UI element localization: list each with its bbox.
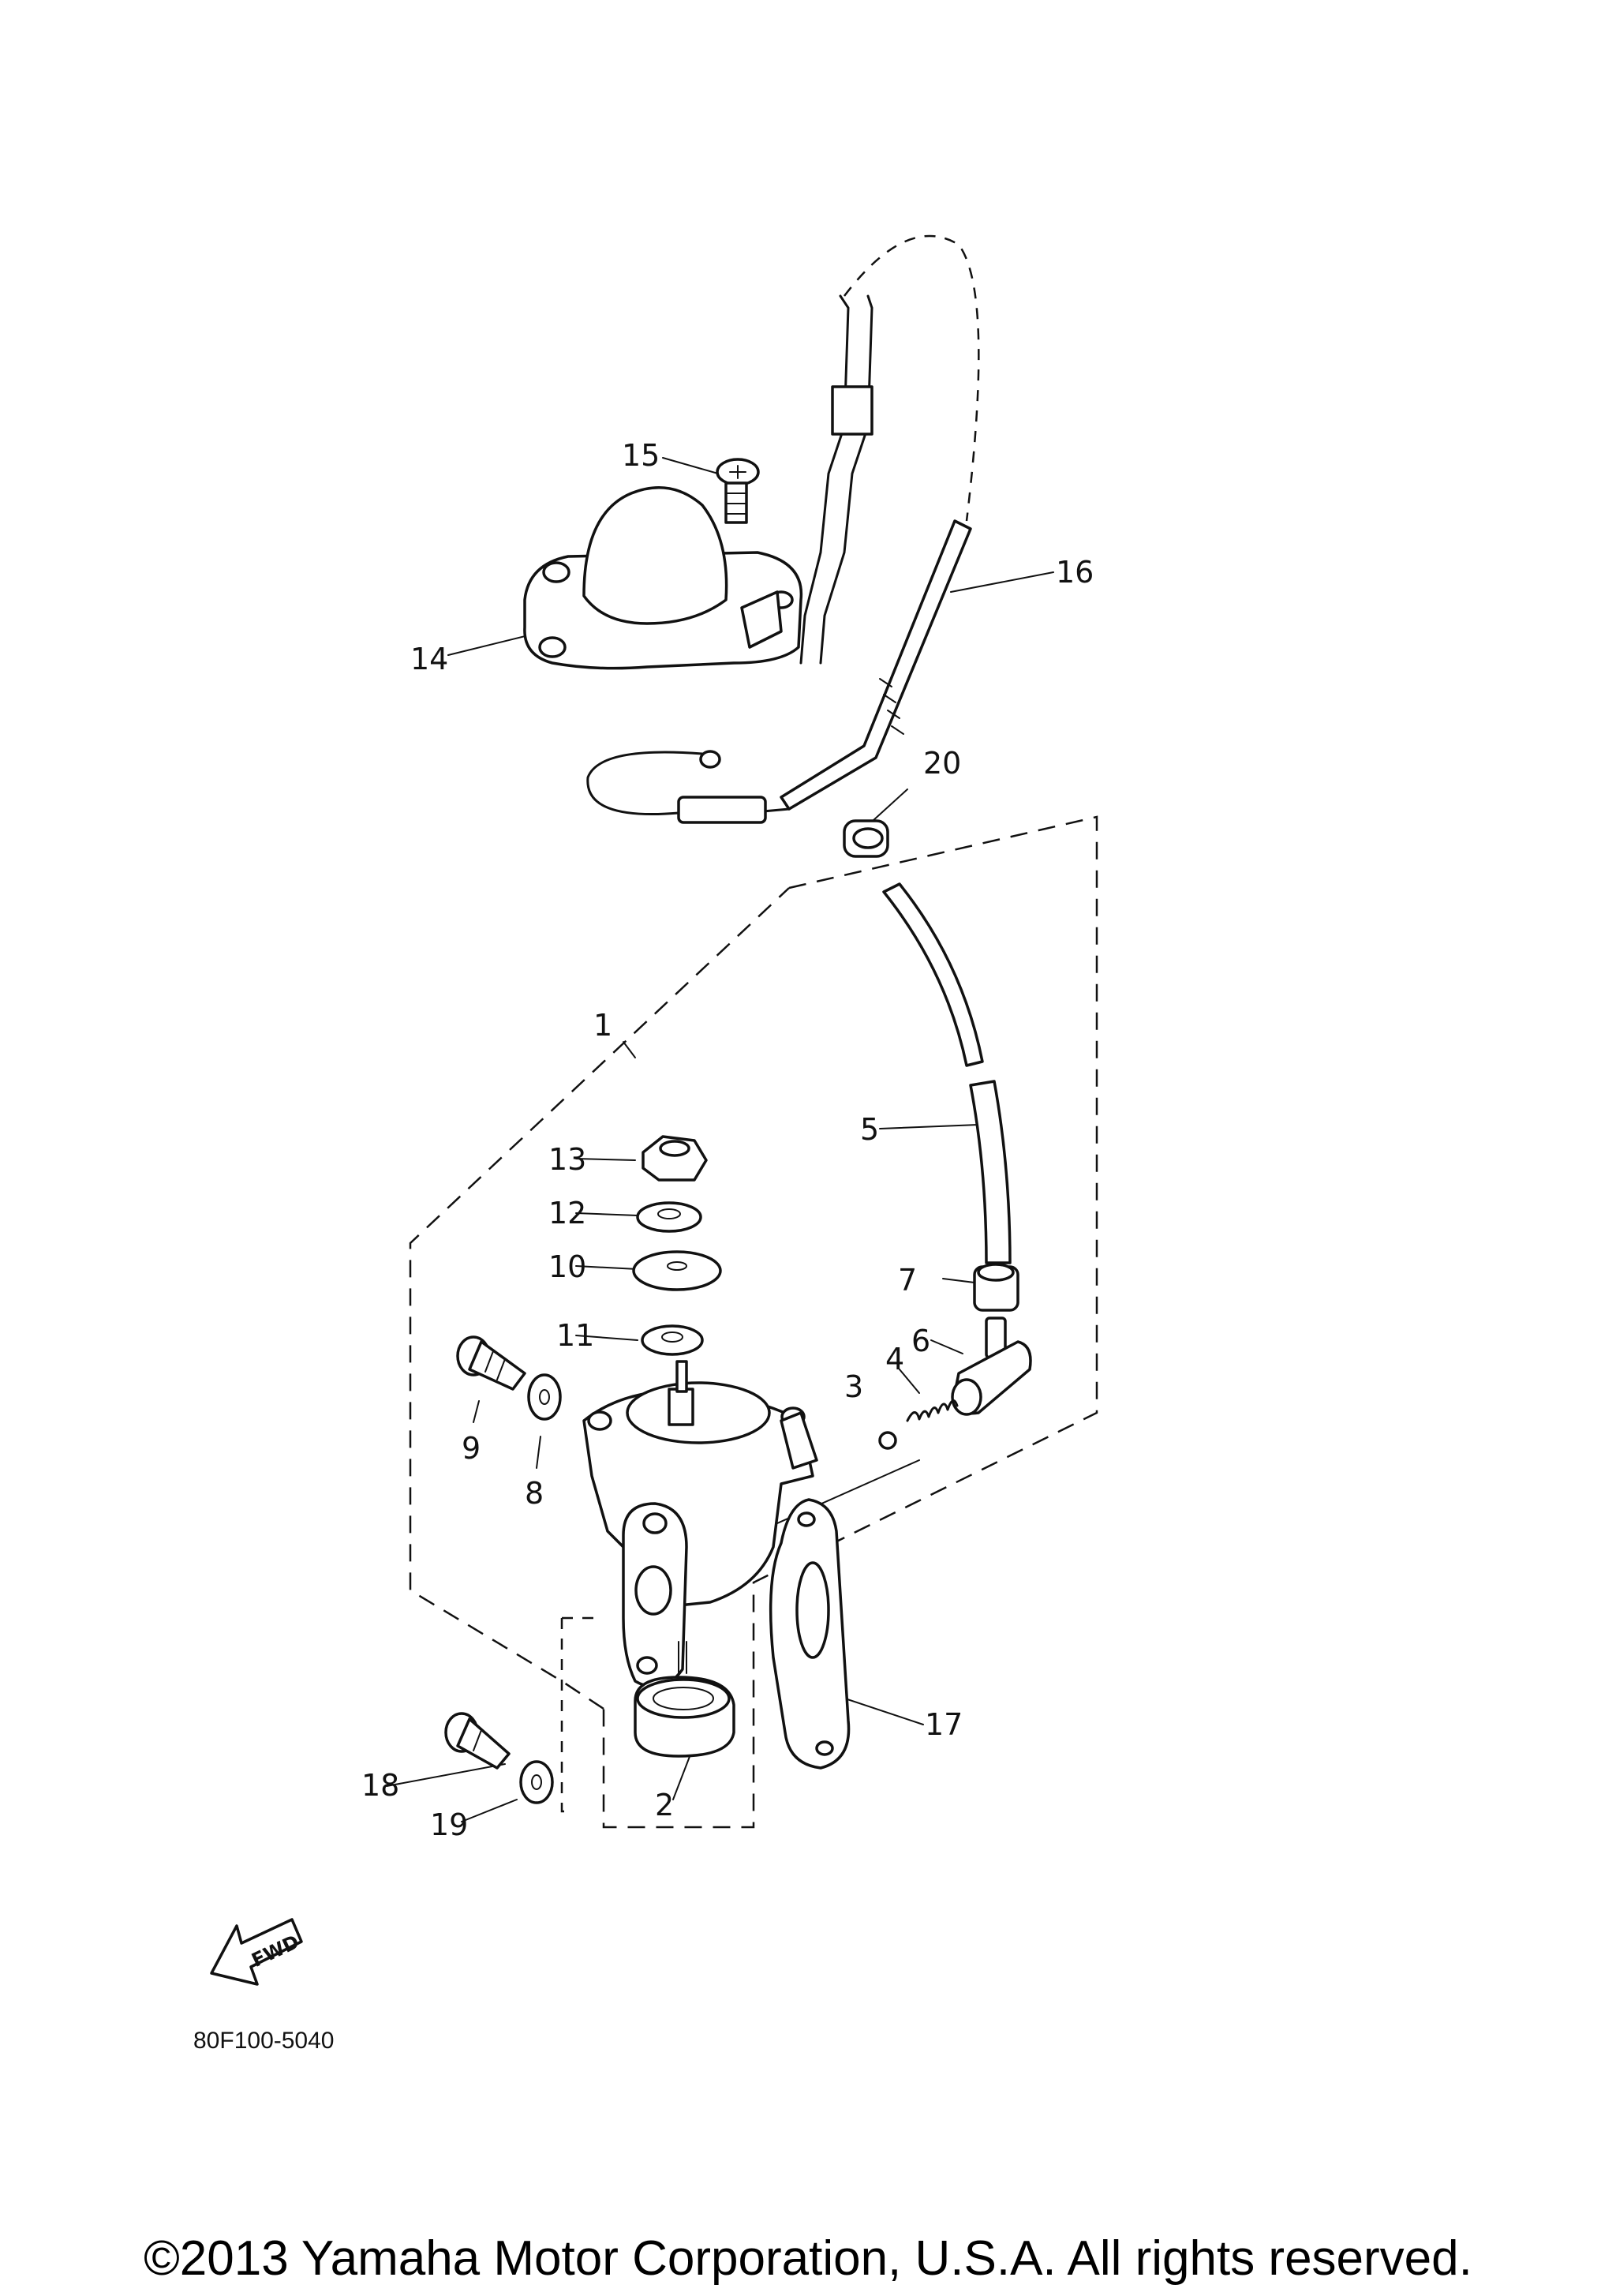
callout-7: 7 xyxy=(898,1263,917,1298)
callout-19: 19 xyxy=(430,1807,468,1842)
hose-5 xyxy=(882,882,1012,1264)
assembly-boundary xyxy=(409,815,1098,1829)
seal-2 xyxy=(634,1676,735,1758)
callout-9: 9 xyxy=(462,1431,481,1466)
callout-1: 1 xyxy=(593,1008,612,1043)
leader-lines xyxy=(386,457,1054,1822)
callout-labels: 1 2 3 4 5 6 7 8 9 10 11 12 13 14 15 16 1… xyxy=(361,438,1094,1842)
nut-13 xyxy=(642,1135,708,1182)
callout-16: 16 xyxy=(1056,555,1094,590)
callout-4: 4 xyxy=(885,1342,904,1376)
callout-18: 18 xyxy=(361,1768,399,1803)
callout-5: 5 xyxy=(860,1112,879,1147)
spring-4 xyxy=(906,1399,959,1422)
bolt-9 xyxy=(456,1335,526,1391)
screw-15 xyxy=(716,458,760,524)
callout-17: 17 xyxy=(925,1707,963,1742)
washer-11 xyxy=(641,1324,704,1356)
clip-7 xyxy=(973,1263,1019,1312)
pump-body xyxy=(582,1360,818,1688)
callout-13: 13 xyxy=(548,1142,586,1177)
callout-14: 14 xyxy=(410,642,448,676)
copyright-notice: ©2013 Yamaha Motor Corporation, U.S.A. A… xyxy=(144,2231,1472,2286)
washer-8 xyxy=(527,1373,562,1421)
fitting-6 xyxy=(951,1317,1032,1416)
bolt-18 xyxy=(444,1712,511,1770)
callout-12: 12 xyxy=(548,1196,586,1230)
fwd-arrow-icon: FWD xyxy=(210,1918,303,1986)
callout-20: 20 xyxy=(923,746,961,781)
diagram-code: 80F100-5040 xyxy=(193,2028,334,2054)
washer-10 xyxy=(632,1250,722,1291)
washer-12 xyxy=(636,1201,702,1233)
callout-10: 10 xyxy=(548,1249,586,1284)
cable-16 xyxy=(586,234,980,824)
callout-11: 11 xyxy=(556,1318,594,1353)
callout-2: 2 xyxy=(655,1788,674,1822)
washer-19 xyxy=(519,1760,554,1804)
ball-3 xyxy=(878,1431,897,1450)
cover-14 xyxy=(523,485,803,670)
callout-8: 8 xyxy=(525,1476,544,1511)
collar-20 xyxy=(843,819,889,858)
callout-6: 6 xyxy=(911,1324,930,1358)
callout-15: 15 xyxy=(622,438,660,473)
callout-3: 3 xyxy=(844,1369,863,1404)
gasket-17 xyxy=(769,1498,851,1770)
